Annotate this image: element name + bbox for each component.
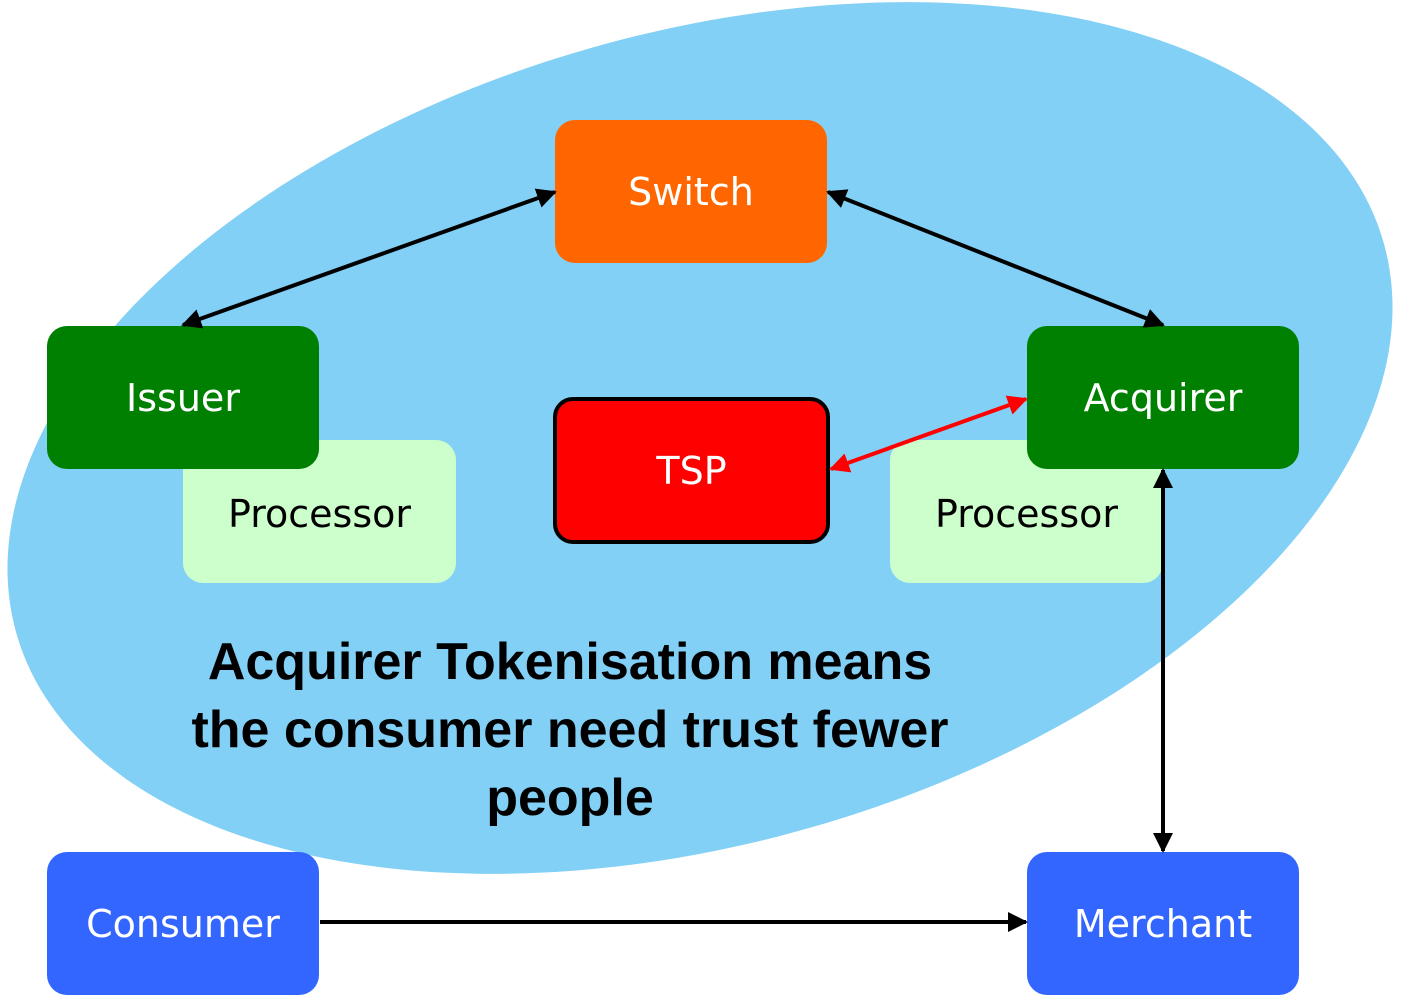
- processor-left-node: Processor: [183, 440, 456, 583]
- processor-left-label: Processor: [227, 491, 412, 536]
- switch-label: Switch: [628, 169, 754, 214]
- tsp-node: TSP: [553, 397, 830, 544]
- caption-line-2: the consumer need trust fewer: [191, 701, 949, 759]
- merchant-label: Merchant: [1073, 901, 1253, 946]
- acquirer-label: Acquirer: [1083, 375, 1243, 420]
- merchant-node: Merchant: [1027, 852, 1299, 995]
- consumer-label: Consumer: [86, 901, 280, 946]
- diagram-caption: Acquirer Tokenisation means the consumer…: [120, 628, 1020, 832]
- acquirer-node: Acquirer: [1027, 326, 1299, 469]
- consumer-node: Consumer: [47, 852, 319, 995]
- caption-line-3: people: [486, 769, 654, 827]
- issuer-node: Issuer: [47, 326, 319, 469]
- issuer-label: Issuer: [126, 375, 240, 420]
- switch-node: Switch: [555, 120, 827, 263]
- caption-line-1: Acquirer Tokenisation means: [207, 633, 933, 691]
- processor-right-label: Processor: [934, 491, 1119, 536]
- tsp-label: TSP: [656, 448, 727, 493]
